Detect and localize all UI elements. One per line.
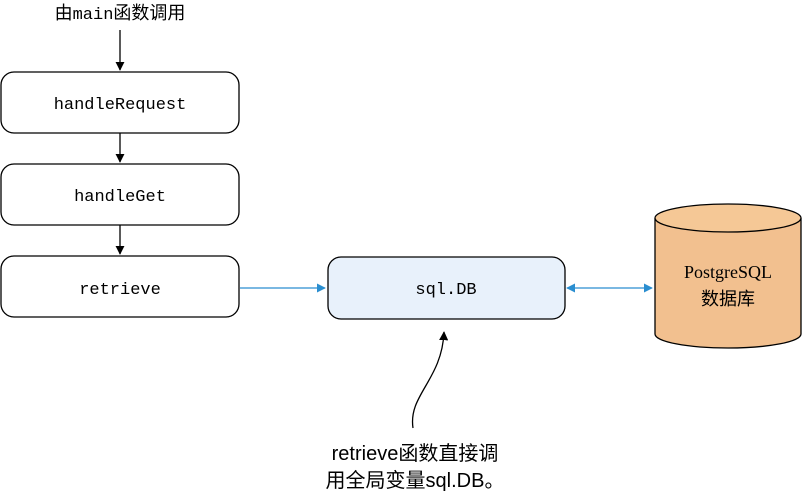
- annotation-note-line1: retrieve函数直接调: [332, 442, 499, 465]
- database-name-label: PostgreSQL: [684, 262, 772, 282]
- sqldb-label: sql.DB: [415, 281, 476, 300]
- database-type-label: 数据库: [701, 289, 755, 309]
- handleget-label: handleGet: [74, 188, 166, 207]
- caller-caption-suffix: 函数调用: [113, 3, 185, 23]
- annotation-pointer-arrow: [411, 331, 449, 429]
- caller-caption-code: main: [73, 6, 114, 25]
- caller-caption-prefix: 由: [55, 3, 73, 23]
- annotation-note-line2: 用全局变量sql.DB。: [326, 469, 505, 492]
- retrieve-node: retrieve: [0, 255, 240, 318]
- caller-caption: 由main函数调用: [55, 3, 186, 25]
- handleget-node: handleGet: [0, 163, 240, 226]
- handlerequest-node: handleRequest: [0, 71, 240, 134]
- sqldb-node: sql.DB: [327, 256, 566, 320]
- retrieve-label: retrieve: [79, 281, 161, 300]
- postgresql-database-cylinder: PostgreSQL 数据库: [654, 203, 802, 349]
- handlerequest-label: handleRequest: [54, 96, 187, 115]
